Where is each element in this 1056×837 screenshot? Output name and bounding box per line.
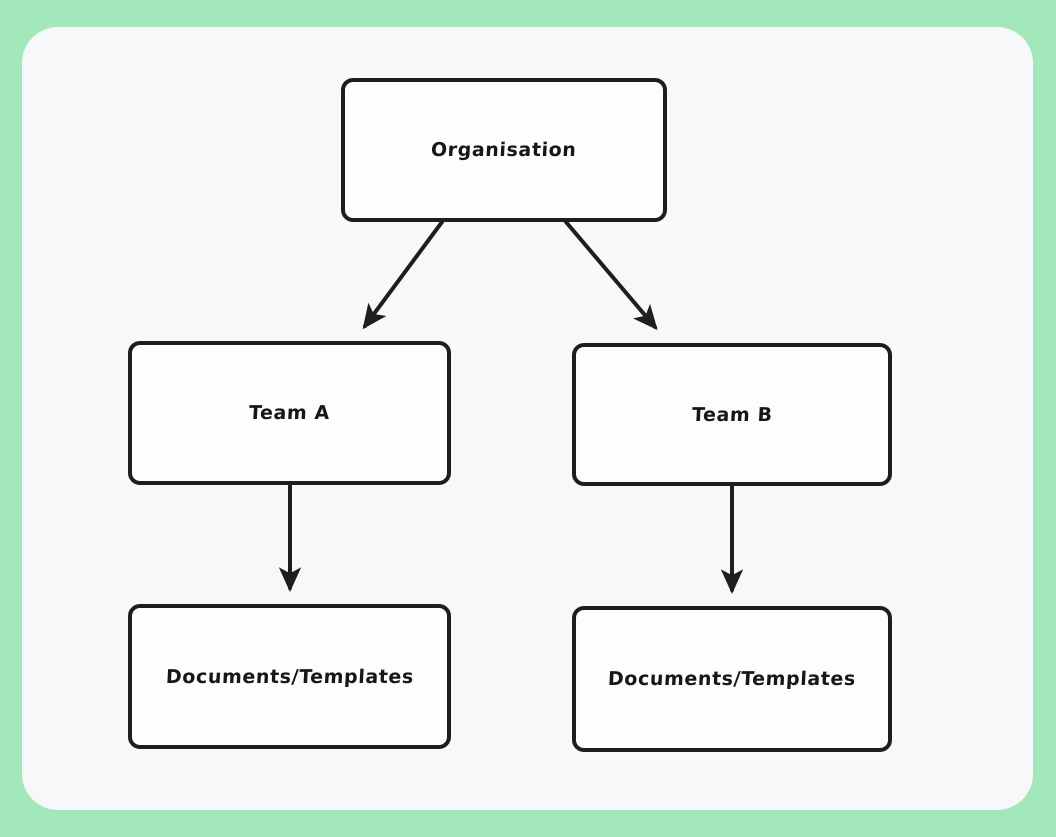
edge-organisation-to-team-a bbox=[362, 220, 444, 330]
node-documents-templates-a[interactable]: Documents/Templates bbox=[128, 604, 451, 749]
node-team-a-label: Team A bbox=[248, 402, 331, 424]
node-organisation[interactable]: Organisation bbox=[341, 78, 667, 222]
node-organisation-label: Organisation bbox=[430, 139, 578, 161]
node-team-b-label: Team B bbox=[691, 403, 773, 426]
edge-organisation-to-team-b bbox=[564, 220, 658, 331]
node-documents-templates-a-label: Documents/Templates bbox=[164, 665, 415, 688]
node-documents-templates-b[interactable]: Documents/Templates bbox=[572, 606, 892, 752]
node-team-a[interactable]: Team A bbox=[128, 341, 451, 485]
node-team-b[interactable]: Team B bbox=[572, 343, 892, 486]
node-documents-templates-b-label: Documents/Templates bbox=[607, 668, 857, 690]
